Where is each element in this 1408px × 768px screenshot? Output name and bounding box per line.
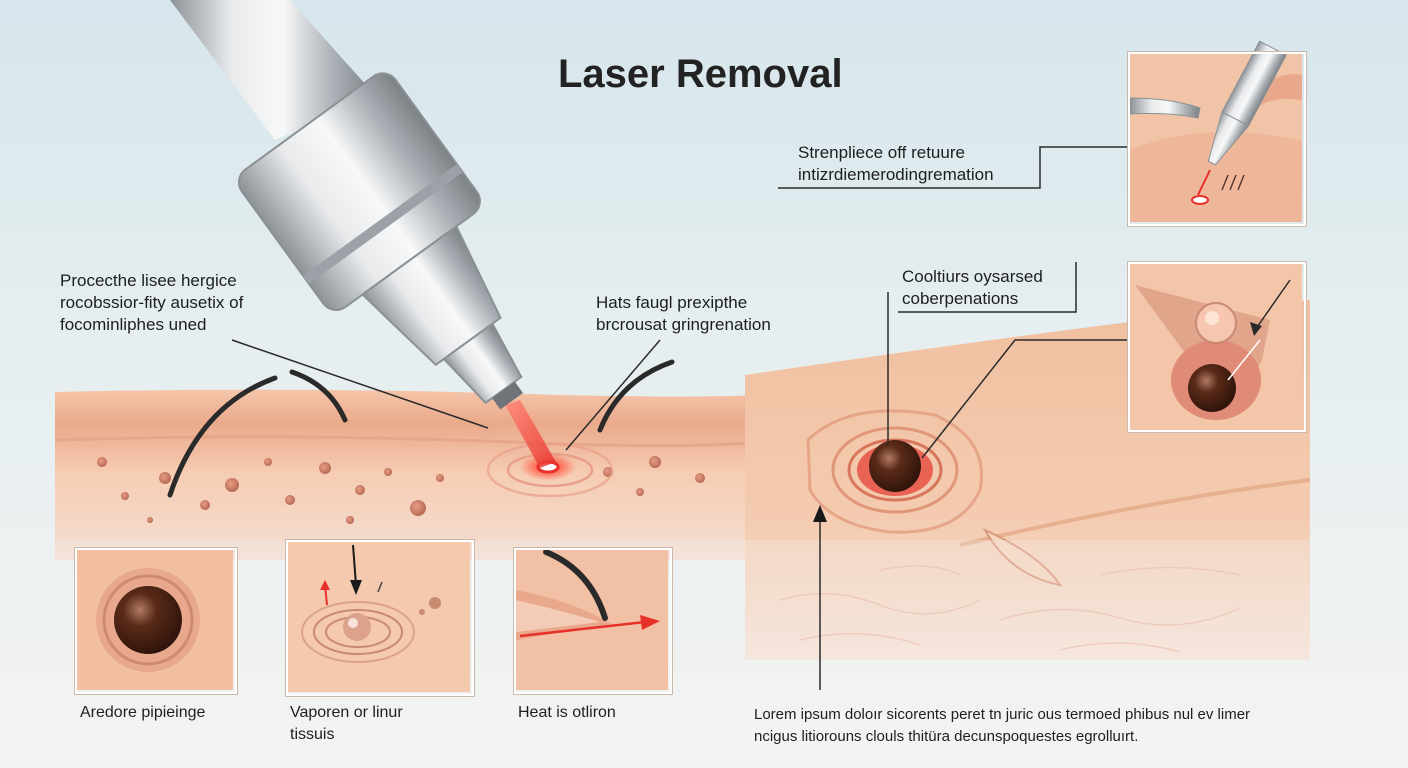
panel-vaporize xyxy=(286,540,474,696)
inset-treatment-art xyxy=(1129,40,1302,222)
caption-heat: Heat is otliron xyxy=(518,704,616,721)
skin-pores xyxy=(97,456,705,524)
laser-beam xyxy=(505,400,556,468)
leader-lines xyxy=(231,146,1128,690)
pigmented-lesion xyxy=(869,440,921,492)
caption-vaporize: Vaporen or linur tissuis xyxy=(290,704,403,743)
inset-treatment xyxy=(1128,52,1306,226)
callout-center: Hats faugl prexipthe brcrousat gringrena… xyxy=(596,293,771,334)
skin-cross-section-left xyxy=(54,359,761,560)
lesion-rings xyxy=(806,409,983,534)
caption-lesion: Aredore pipieinge xyxy=(80,704,206,721)
panel-heat xyxy=(514,548,672,694)
laser-handpiece xyxy=(170,0,523,410)
panel-heat-art xyxy=(516,549,668,690)
inset-lesion-art xyxy=(1130,264,1302,428)
callout-top-right: Strenpliece off retuure intizrdiemerodin… xyxy=(798,143,994,184)
panel-lesion-art xyxy=(77,550,233,690)
panel-vaporize-art xyxy=(288,542,470,692)
skin-texture xyxy=(779,565,1241,653)
hair-strands xyxy=(167,359,675,498)
inset-lesion xyxy=(1128,262,1306,432)
page-title: Laser Removal xyxy=(558,52,843,96)
panel-lesion xyxy=(75,548,237,694)
callout-right: Cooltiurs oysarsed coberpenations xyxy=(902,267,1043,308)
footer-description: Lorem ipsum doloır sicorents peret tn ju… xyxy=(754,706,1251,745)
callout-left: Procecthe lisee hergice rocobssior-fity … xyxy=(60,271,244,334)
